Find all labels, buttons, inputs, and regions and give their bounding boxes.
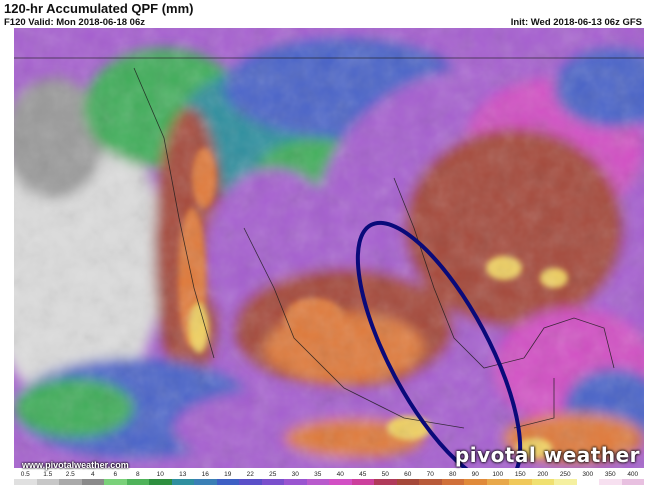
central-america-border — [513, 378, 555, 429]
colorbar-label: 45 — [359, 471, 367, 478]
colorbar-swatch — [531, 479, 554, 485]
colorbar-swatch — [621, 479, 644, 485]
colorbar-label: 25 — [269, 471, 277, 478]
precip-map-svg — [14, 28, 644, 468]
colorbar-swatches — [14, 479, 644, 485]
colorbar-label: 0.5 — [20, 471, 30, 478]
colorbar-swatch — [374, 479, 397, 485]
colorbar-swatch — [576, 479, 599, 485]
colorbar-label: 35 — [314, 471, 322, 478]
colorbar-label: 6 — [113, 471, 118, 478]
colorbar-label: 30 — [291, 471, 299, 478]
colorbar-label: 350 — [604, 471, 616, 478]
yucatan-coastline — [523, 317, 615, 369]
colorbar-label: 40 — [336, 471, 344, 478]
colorbar-swatch — [36, 479, 59, 485]
map-title: 120-hr Accumulated QPF (mm) — [4, 1, 194, 16]
colorbar-label: 10 — [156, 471, 164, 478]
colorbar-label: 80 — [449, 471, 457, 478]
colorbar-label: 50 — [381, 471, 389, 478]
colorbar-swatch — [306, 479, 329, 485]
colorbar-label: 13 — [179, 471, 187, 478]
site-url-watermark: www.pivotalweather.com — [22, 460, 129, 470]
colorbar-swatch — [171, 479, 194, 485]
gulf-coastline — [393, 177, 525, 369]
colorbar-label: 1.5 — [43, 471, 53, 478]
mexico-pacific-coastline — [243, 227, 465, 429]
colorbar-label: 16 — [201, 471, 209, 478]
brand-watermark: pivotal weather — [454, 443, 640, 467]
colorbar-swatch — [194, 479, 217, 485]
colorbar-label: 90 — [471, 471, 479, 478]
colorbar-swatch — [329, 479, 352, 485]
colorbar-swatch — [14, 479, 37, 485]
colorbar-swatch — [149, 479, 172, 485]
valid-time: F120 Valid: Mon 2018-06-18 06z — [4, 17, 145, 28]
colorbar-swatch — [599, 479, 622, 485]
colorbar-swatch — [284, 479, 307, 485]
texture-overlay — [14, 28, 644, 468]
colorbar-label: 200 — [537, 471, 549, 478]
colorbar-swatch — [351, 479, 374, 485]
colorbar-swatch — [509, 479, 532, 485]
colorbar-swatch — [396, 479, 419, 485]
annotation-ellipse — [355, 220, 523, 468]
colorbar-label: 70 — [426, 471, 434, 478]
colorbar-swatch — [126, 479, 149, 485]
colorbar-label: 4 — [90, 471, 95, 478]
colorbar-label: 60 — [404, 471, 412, 478]
precip-map — [14, 28, 644, 468]
colorbar-swatch — [486, 479, 509, 485]
colorbar-swatch — [239, 479, 262, 485]
colorbar-swatch — [441, 479, 464, 485]
colorbar-label: 250 — [559, 471, 571, 478]
colorbar-label: 300 — [582, 471, 594, 478]
colorbar-swatch — [104, 479, 127, 485]
colorbar-label: 2.5 — [65, 471, 75, 478]
colorbar-label: 8 — [135, 471, 140, 478]
init-time: Init: Wed 2018-06-13 06z GFS — [510, 17, 642, 28]
colorbar-labels: 0.5 1.5 2.5 4 6 8 10 13 16 19 22 25 30 35 40 45 50 60 70 80… — [14, 471, 644, 479]
colorbar-swatch — [464, 479, 487, 485]
colorbar-label: 400 — [627, 471, 639, 478]
colorbar-label: 100 — [492, 471, 504, 478]
colorbar-swatch — [261, 479, 284, 485]
colorbar-label: 150 — [514, 471, 526, 478]
baja-coastline — [133, 67, 215, 359]
colorbar-swatch — [216, 479, 239, 485]
colorbar-swatch — [554, 479, 577, 485]
colorbar-swatch — [81, 479, 104, 485]
colorbar-label: 22 — [246, 471, 254, 478]
colorbar: 0.5 1.5 2.5 4 6 8 10 13 16 19 22 25 30 35 40 45 50 60 70 80… — [14, 471, 644, 487]
colorbar-label: 19 — [224, 471, 232, 478]
colorbar-swatch — [59, 479, 82, 485]
map-borders — [14, 57, 644, 429]
colorbar-swatch — [419, 479, 442, 485]
